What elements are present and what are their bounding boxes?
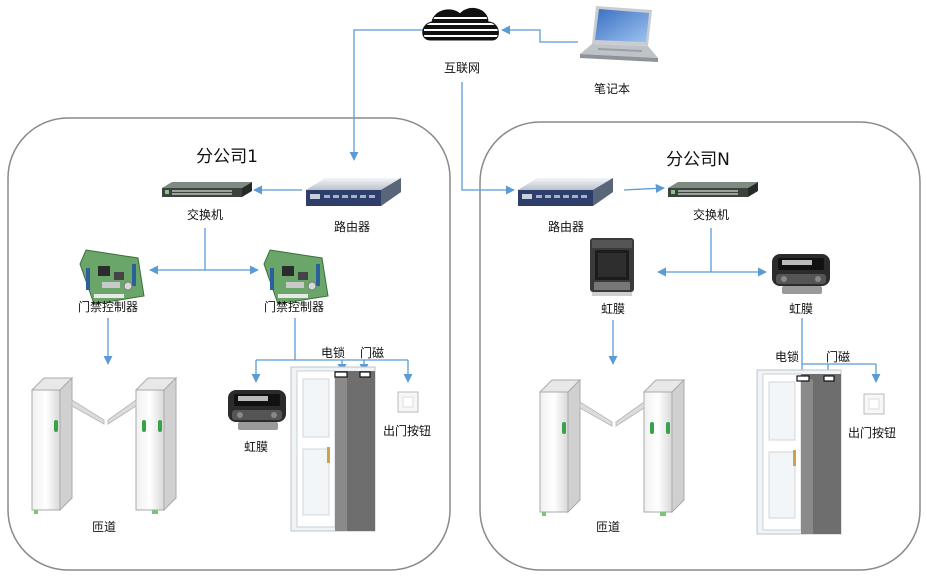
branch1-controller-right-icon [263,249,329,305]
link-internet-branchN-router [461,82,515,195]
laptop-icon [580,6,658,62]
link-internet-branch1-router [349,29,428,161]
branch1-title: 分公司1 [196,147,258,167]
branch1-iris-label: 虹膜 [244,440,268,454]
branchN-exit-button-icon [863,393,885,415]
branch1-router-icon [306,178,401,206]
branchN-iris-left-label: 虹膜 [601,302,625,316]
branch1-lane-label: 匝道 [92,520,116,534]
branchN-lock-label: 电锁 [775,349,799,364]
branchN-magnet-icon [823,375,835,382]
internet-label: 互联网 [444,61,480,75]
branchN-iris-left-icon [590,238,634,296]
link-routerN-switchN [623,183,665,193]
branch1-controller-left-icon [79,249,145,305]
internet-cloud-icon [422,7,500,41]
branchN-exit-button-label: 出门按钮 [848,425,896,440]
branchN-iris-right-label: 虹膜 [789,302,813,316]
branchN-lock-icon [796,375,810,382]
branch1-lane-gate-icon [31,377,177,515]
branchN-lane-label: 匝道 [596,520,620,534]
laptop-label: 笔记本 [594,81,630,96]
branch1-magnet-icon [359,371,371,378]
branchN-lane-gate-icon [539,379,685,517]
branchN-router-icon [518,178,613,206]
branchN-door-icon [756,369,842,535]
branch1-magnet-label: 门磁 [360,345,384,360]
branchN-iris-right-icon [772,254,830,294]
branch1-iris-icon [228,390,286,430]
branchN-frame [479,121,921,571]
branch1-frame [7,117,451,571]
connectors [103,25,881,383]
branchN-magnet-label: 门磁 [826,349,850,364]
branchN-switch-label: 交换机 [693,207,729,222]
link-laptop-internet [501,25,578,43]
branch1-exit-button-label: 出门按钮 [383,423,431,438]
branchN-title: 分公司N [666,150,730,170]
branchN-switch-icon [668,182,758,197]
branch1-switch-label: 交换机 [187,207,223,222]
branch1-router-label: 路由器 [334,219,370,234]
branch1-lock-label: 电锁 [321,345,345,360]
branch1-controller-left-label: 门禁控制器 [78,299,138,314]
branch1-switch-icon [162,182,252,197]
branchN-router-label: 路由器 [548,219,584,234]
branch1-controller-right-label: 门禁控制器 [264,299,324,314]
branch1-door-icon [290,366,376,532]
branch1-lock-icon [334,371,348,378]
branch1-exit-button-icon [397,391,419,413]
